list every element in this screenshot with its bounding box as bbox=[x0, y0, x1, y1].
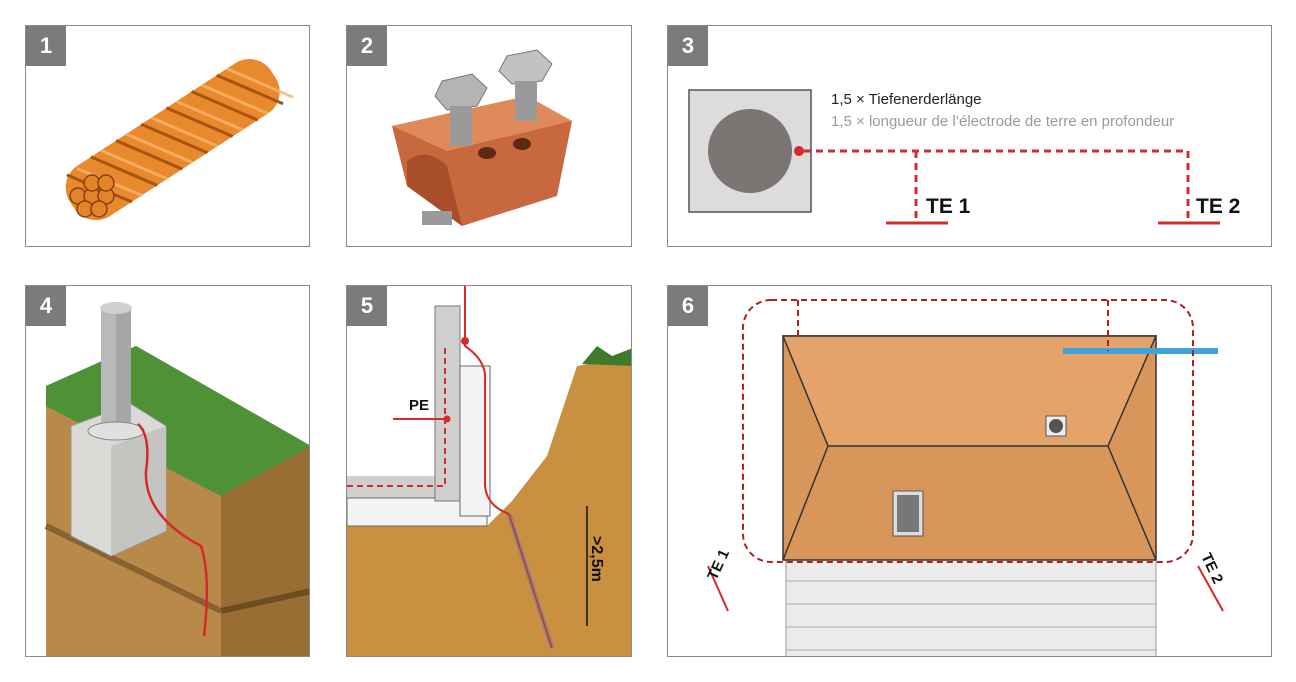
panel-3: 3 1,5 × Tiefenerderlänge 1,5 × longueur … bbox=[667, 25, 1272, 247]
roof-ring-earth-illustration: TE 1 TE 2 bbox=[704, 299, 1226, 656]
panel-4: 4 bbox=[25, 285, 310, 657]
label-french: 1,5 × longueur de l’électrode de terre e… bbox=[831, 113, 1174, 130]
panel-1: 1 bbox=[25, 25, 310, 247]
label-german: 1,5 × Tiefenerderlänge bbox=[831, 91, 982, 108]
copper-stranded-cable-illustration bbox=[65, 59, 294, 221]
depth-label: >2,5m bbox=[588, 536, 605, 582]
panel-number-badge: 2 bbox=[347, 26, 387, 66]
grounded-post-illustration bbox=[44, 302, 309, 656]
electrode-spacing-diagram: 1,5 × Tiefenerderlänge 1,5 × longueur de… bbox=[688, 89, 1240, 225]
pillar-circle bbox=[708, 109, 792, 193]
foundation-earthing-illustration: PE >2,5m bbox=[347, 286, 631, 656]
te1-label: TE 1 bbox=[926, 195, 971, 218]
dashed-conductor-line bbox=[804, 149, 1190, 223]
copper-clamp-illustration bbox=[392, 49, 572, 226]
panel-6: 6 TE 1 TE 2 bbox=[667, 285, 1272, 657]
panel-number-badge: 1 bbox=[26, 26, 66, 66]
panel-number-badge: 3 bbox=[668, 26, 708, 66]
panel-2: 2 bbox=[346, 25, 632, 247]
panel-number-badge: 6 bbox=[668, 286, 708, 326]
te1-label: TE 1 bbox=[704, 547, 733, 583]
pe-label: PE bbox=[409, 397, 429, 414]
panel-number-badge: 4 bbox=[26, 286, 66, 326]
ring-earth bbox=[742, 299, 1194, 563]
te2-label: TE 2 bbox=[1197, 551, 1226, 587]
te2-label: TE 2 bbox=[1196, 195, 1240, 218]
panel-number-badge: 5 bbox=[347, 286, 387, 326]
panel-5: 5 PE >2,5m bbox=[346, 285, 632, 657]
